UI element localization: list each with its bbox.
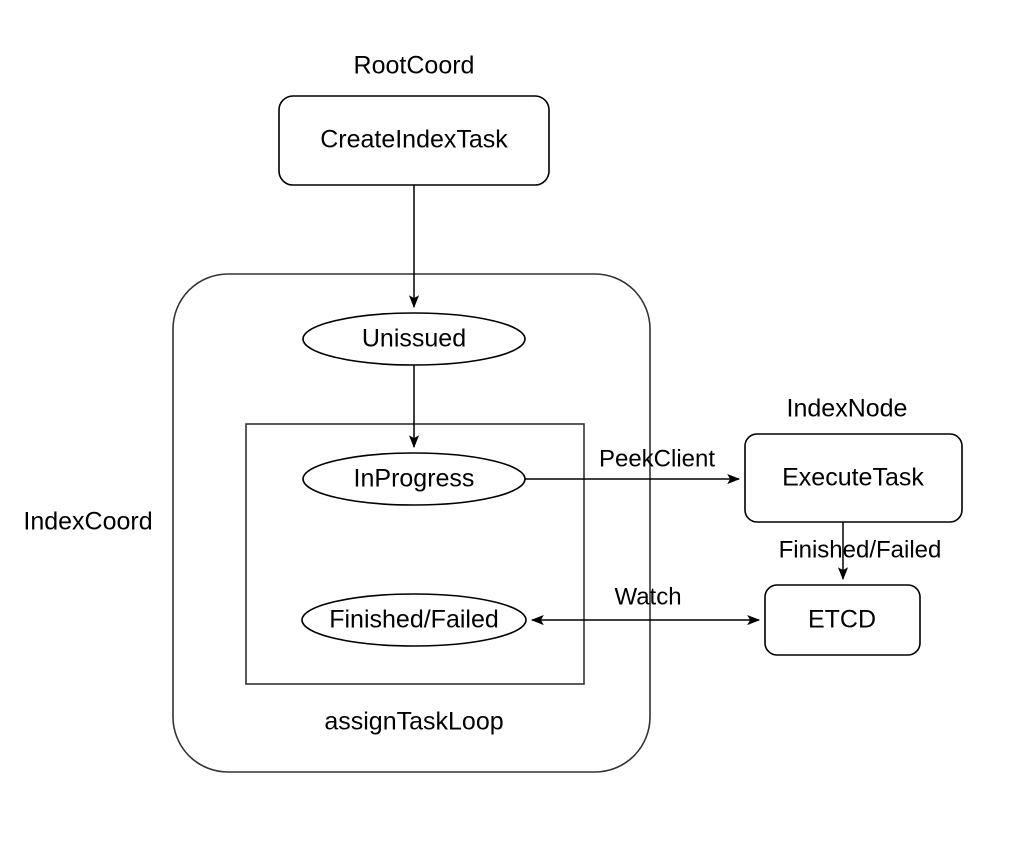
edge-label-finished-failed: Finished/Failed — [779, 536, 942, 563]
node-finished-failed-state[interactable]: Finished/Failed — [301, 593, 527, 647]
create-index-task-box[interactable] — [278, 95, 550, 186]
in-progress-label: InProgress — [354, 465, 475, 493]
edge-label-peek-client: PeekClient — [599, 445, 715, 472]
etcd-label: ETCD — [808, 606, 876, 634]
node-in-progress[interactable]: InProgress — [302, 452, 526, 506]
create-index-task-label: CreateIndexTask — [320, 126, 508, 154]
in-progress-ellipse[interactable] — [302, 452, 526, 506]
assign-task-loop-container — [245, 423, 585, 685]
node-etcd[interactable]: ETCD — [764, 584, 921, 656]
unissued-label: Unissued — [362, 325, 466, 353]
group-label-index-node: IndexNode — [787, 395, 908, 423]
finished-failed-state-label: Finished/Failed — [329, 606, 499, 634]
group-label-assign-task-loop: assignTaskLoop — [324, 708, 503, 736]
etcd-box[interactable] — [764, 584, 921, 656]
execute-task-box[interactable] — [744, 433, 963, 523]
group-label-index-coord: IndexCoord — [23, 508, 152, 536]
finished-failed-ellipse[interactable] — [301, 593, 527, 647]
indexcoord-container — [172, 273, 651, 773]
edge-label-group: PeekClient Finished/Failed Watch — [599, 445, 941, 610]
edge-group — [408, 185, 849, 626]
node-create-index-task[interactable]: CreateIndexTask — [278, 95, 550, 186]
edge-label-watch: Watch — [614, 583, 681, 610]
group-label-root-coord: RootCoord — [354, 52, 475, 80]
group-label-group: RootCoord IndexCoord IndexNode assignTas… — [23, 52, 907, 736]
node-unissued[interactable]: Unissued — [302, 312, 526, 366]
container-group — [172, 273, 651, 773]
node-execute-task[interactable]: ExecuteTask — [744, 433, 963, 523]
execute-task-label: ExecuteTask — [782, 464, 924, 492]
node-group: CreateIndexTask Unissued InProgress Fini… — [278, 95, 963, 656]
unissued-ellipse[interactable] — [302, 312, 526, 366]
